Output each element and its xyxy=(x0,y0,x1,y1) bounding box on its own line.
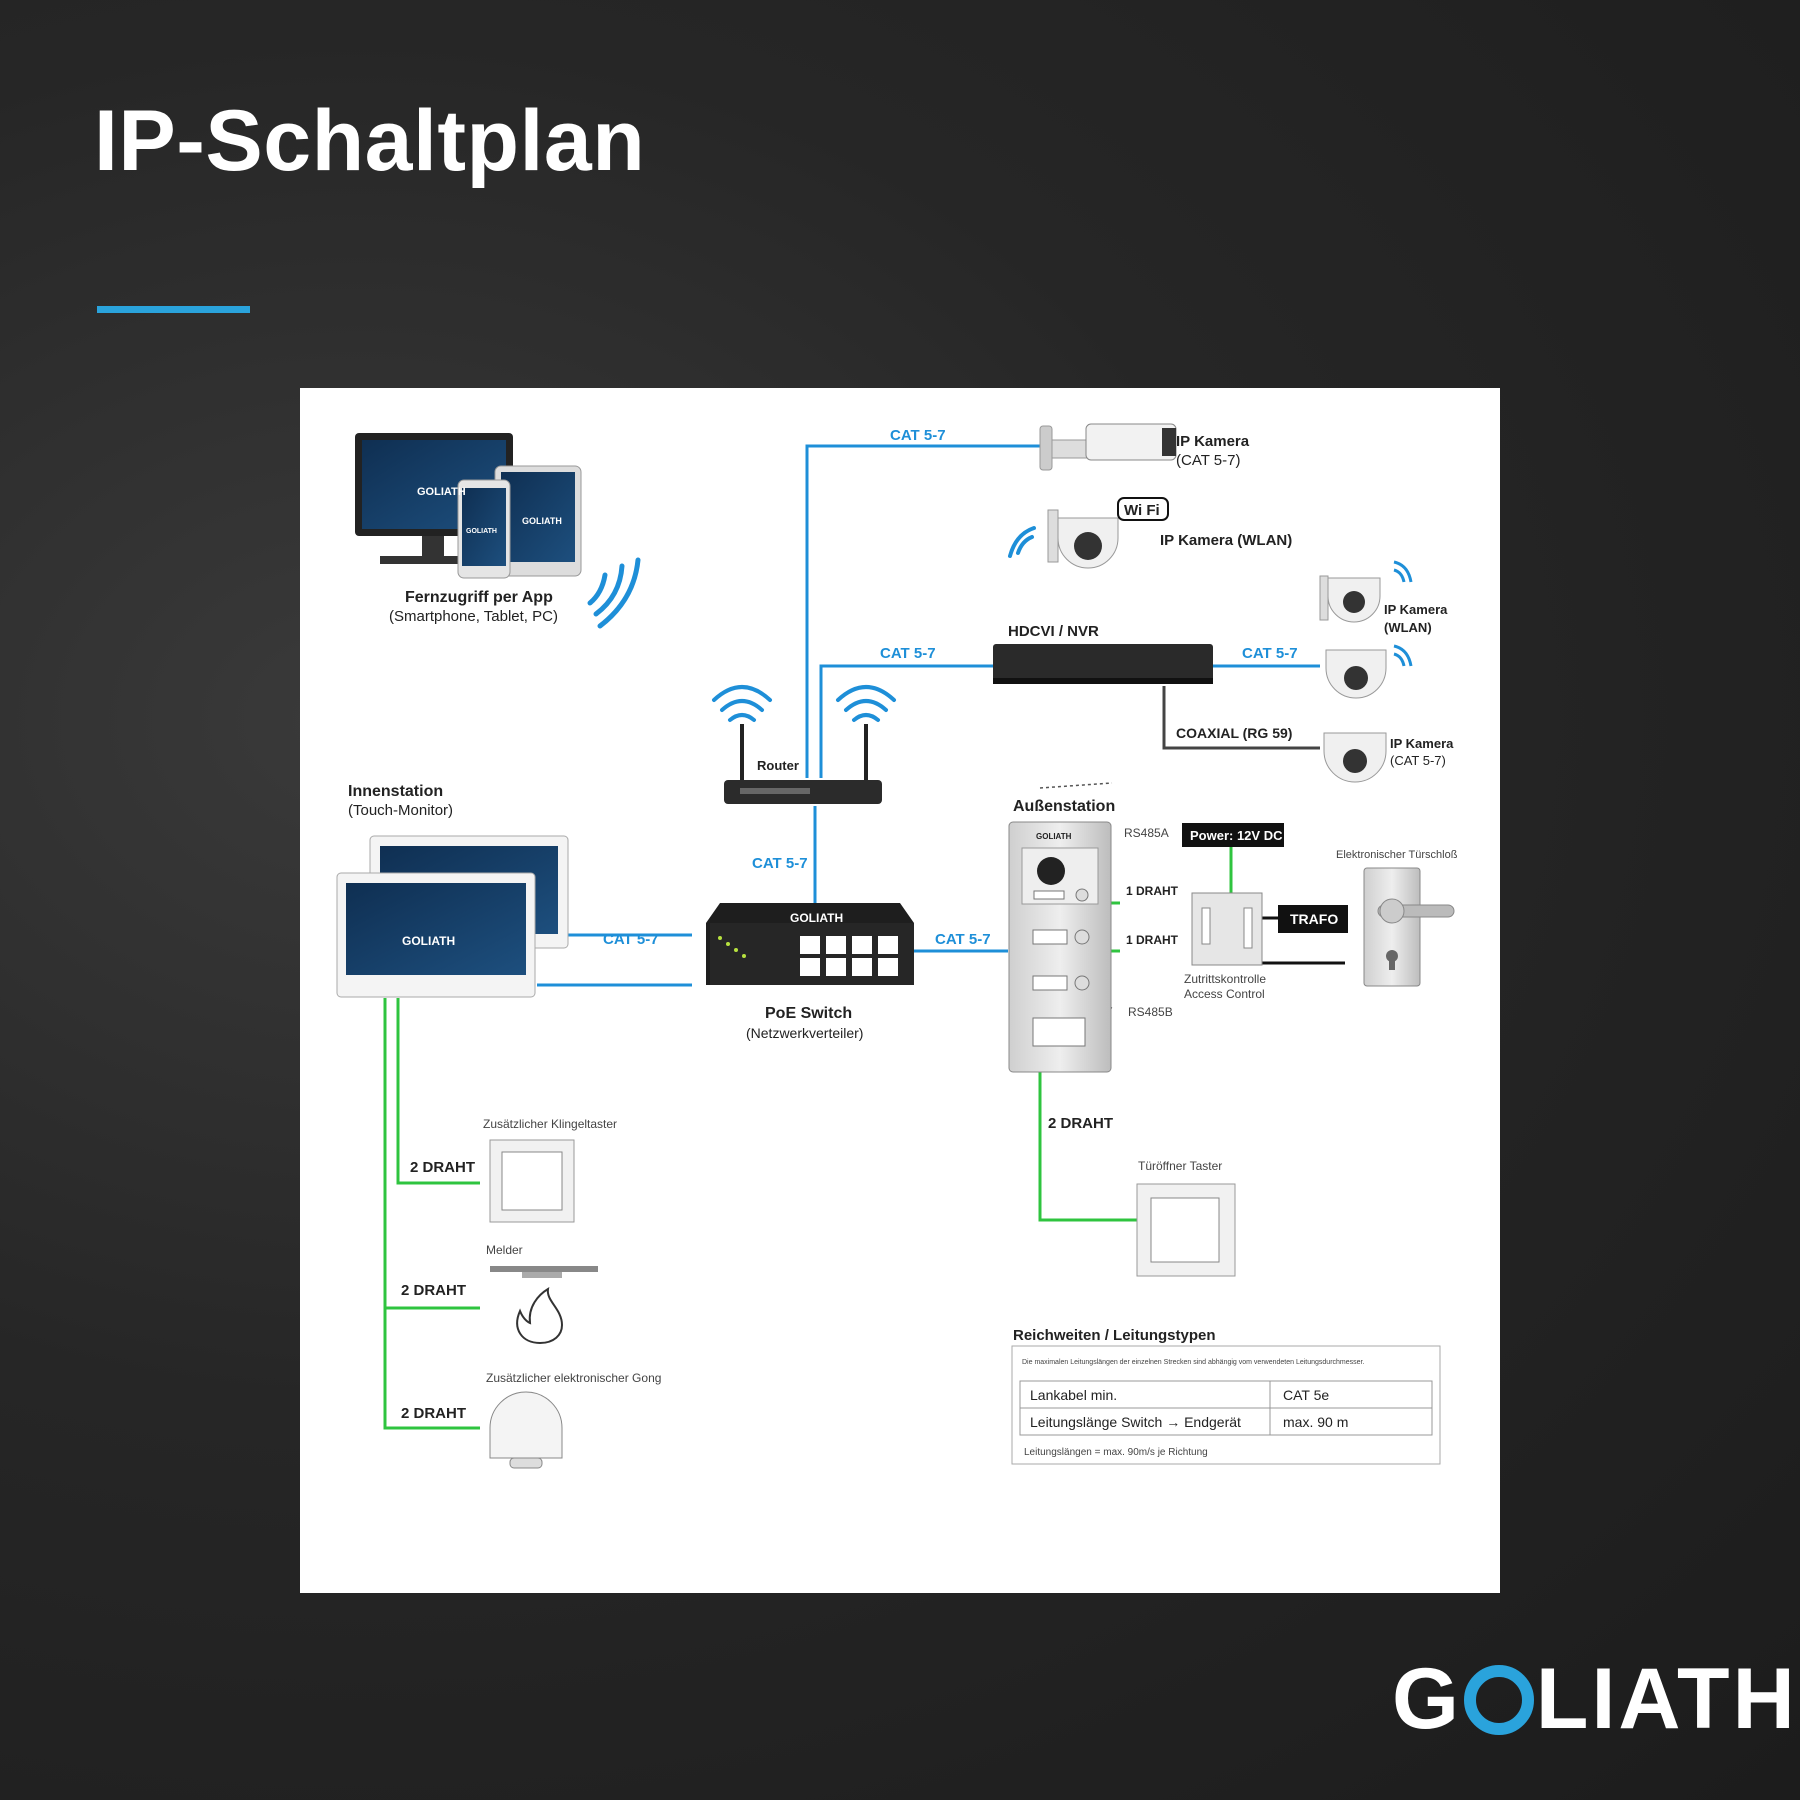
fire-detector-icon xyxy=(490,1266,598,1345)
line-coax xyxy=(1162,686,1320,750)
logo-o-mark-icon xyxy=(1463,1664,1534,1735)
draht-1b-label: 1 DRAHT xyxy=(1126,933,1179,947)
nvr-icon xyxy=(993,644,1213,684)
remote-devices-icon: GOLIATH GOLIATH GOLIATH xyxy=(355,433,582,579)
power-box: Power: 12V DC xyxy=(1182,823,1284,847)
phone-brand-text: GOLIATH xyxy=(466,528,497,535)
door-button-title: Türöffner Taster xyxy=(1138,1159,1222,1173)
dome-camera-right-3-icon xyxy=(1323,732,1387,783)
bell-button-title: Zusätzlicher Klingeltaster xyxy=(483,1117,617,1131)
switch-brand-text: GOLIATH xyxy=(790,911,843,925)
switch-subtitle: (Netzwerkverteiler) xyxy=(746,1025,863,1041)
range-table: Die maximalen Leitungslängen der einzeln… xyxy=(1011,1345,1441,1465)
wire-bell xyxy=(396,998,480,1185)
lock-title: Elektronischer Türschloß xyxy=(1336,849,1458,861)
poe-switch-icon: GOLIATH xyxy=(706,903,914,985)
wifi-badge-text: Wi Fi xyxy=(1124,502,1160,519)
line-router-cam-top xyxy=(805,444,1040,778)
coaxial-label: COAXIAL (RG 59) xyxy=(1176,725,1292,741)
trafo-label: TRAFO xyxy=(1290,911,1338,927)
draht-detector-label: 2 DRAHT xyxy=(401,1282,466,1299)
access-subtitle: Access Control xyxy=(1184,987,1265,1001)
bell-button-icon xyxy=(489,1139,575,1223)
cam-wlan-title: IP Kamera (WLAN) xyxy=(1160,532,1292,549)
table-row-1-col-0: Leitungslänge Switch → Endgerät xyxy=(1030,1414,1241,1430)
table-row-1-col-1: max. 90 m xyxy=(1283,1414,1348,1430)
wifi-badge-icon: Wi Fi xyxy=(1117,497,1169,521)
dome-camera-wlan-icon xyxy=(1047,509,1119,569)
nvr-title: HDCVI / NVR xyxy=(1008,623,1099,640)
gong-icon xyxy=(489,1391,563,1469)
remote-title: Fernzugriff per App xyxy=(405,589,553,606)
indoor-title: Innenstation xyxy=(348,783,443,800)
wifi-signal-cam-icon xyxy=(1008,526,1036,558)
switch-title: PoE Switch xyxy=(765,1005,852,1022)
table-note: Die maximalen Leitungslängen der einzeln… xyxy=(1022,1359,1364,1366)
logo-letter-g: G xyxy=(1392,1651,1462,1747)
draht-bell-label: 2 DRAHT xyxy=(410,1159,475,1176)
bullet-camera-icon xyxy=(1039,423,1177,471)
router-wifi-icon xyxy=(712,685,896,722)
wifi-signal-right-2-icon xyxy=(1393,644,1413,667)
indoor-subtitle: (Touch-Monitor) xyxy=(348,802,453,819)
router-title: Router xyxy=(757,758,799,773)
draht-1a-label: 1 DRAHT xyxy=(1126,884,1179,898)
gong-title: Zusätzlicher elektronischer Gong xyxy=(486,1371,661,1385)
draht-gong-label: 2 DRAHT xyxy=(401,1405,466,1422)
cam-right-3-title: IP Kamera xyxy=(1390,736,1454,751)
wire-door-button xyxy=(1038,1066,1137,1222)
remote-subtitle: (Smartphone, Tablet, PC) xyxy=(389,608,558,625)
goliath-logo: G LIATH xyxy=(1392,1650,1798,1749)
title-underline xyxy=(97,306,250,313)
power-label: Power: 12V DC xyxy=(1190,828,1283,843)
cat-router-switch-label: CAT 5-7 xyxy=(752,855,808,872)
outdoor-title: Außenstation xyxy=(1013,798,1115,815)
rs485a-leader xyxy=(1039,782,1113,789)
wifi-signal-right-1-icon xyxy=(1393,560,1413,583)
table-footer: Leitungslängen = max. 90m/s je Richtung xyxy=(1024,1447,1208,1458)
access-title: Zutrittskontrolle xyxy=(1184,972,1266,986)
cam-top-subtitle: (CAT 5-7) xyxy=(1176,452,1240,469)
dome-camera-right-1-icon xyxy=(1319,575,1381,623)
trafo-box: TRAFO xyxy=(1278,905,1348,933)
line-router-nvr xyxy=(819,664,993,778)
wiring-diagram: GOLIATH GOLIATH GOLIATH Fernzugriff per … xyxy=(300,388,1500,1593)
access-control-icon xyxy=(1191,892,1263,966)
indoor-brand-text: GOLIATH xyxy=(402,934,455,948)
logo-letters-liath: LIATH xyxy=(1535,1651,1798,1747)
table-row-0-col-0: Lankabel min. xyxy=(1030,1387,1117,1403)
dome-camera-right-2-icon xyxy=(1325,649,1387,699)
rs485a-label: RS485A xyxy=(1124,826,1169,840)
outdoor-station-icon: GOLIATH xyxy=(1008,821,1112,1073)
door-lock-icon xyxy=(1363,867,1455,987)
cat-indoor-switch-label: CAT 5-7 xyxy=(603,931,659,948)
door-button-icon xyxy=(1136,1183,1236,1277)
draht-door-label: 2 DRAHT xyxy=(1048,1115,1113,1132)
detector-title: Melder xyxy=(486,1243,523,1257)
cat-switch-outdoor-label: CAT 5-7 xyxy=(935,931,991,948)
outdoor-brand-text: GOLIATH xyxy=(1036,832,1072,841)
page-title: IP-Schaltplan xyxy=(94,93,646,189)
wire-gong xyxy=(383,998,480,1430)
cat-top-label: CAT 5-7 xyxy=(890,427,946,444)
tablet-brand-text: GOLIATH xyxy=(522,516,562,526)
wifi-signal-icon xyxy=(587,557,641,629)
network-lines xyxy=(537,444,1320,987)
cat-nvr-cam-label: CAT 5-7 xyxy=(1242,645,1298,662)
cat-router-nvr-label: CAT 5-7 xyxy=(880,645,936,662)
cam-right-1-title: IP Kamera xyxy=(1384,602,1448,617)
table-title: Reichweiten / Leitungstypen xyxy=(1013,1327,1216,1344)
cam-top-title: IP Kamera xyxy=(1176,433,1250,450)
rs485b-label: RS485B xyxy=(1128,1005,1173,1019)
router-icon xyxy=(724,724,882,804)
monitor-brand-text: GOLIATH xyxy=(417,486,466,498)
indoor-monitor-icon: GOLIATH xyxy=(336,835,569,998)
cam-right-1-subtitle: (WLAN) xyxy=(1384,620,1432,635)
table-row-0-col-1: CAT 5e xyxy=(1283,1387,1329,1403)
cam-right-3-subtitle: (CAT 5-7) xyxy=(1390,753,1446,768)
